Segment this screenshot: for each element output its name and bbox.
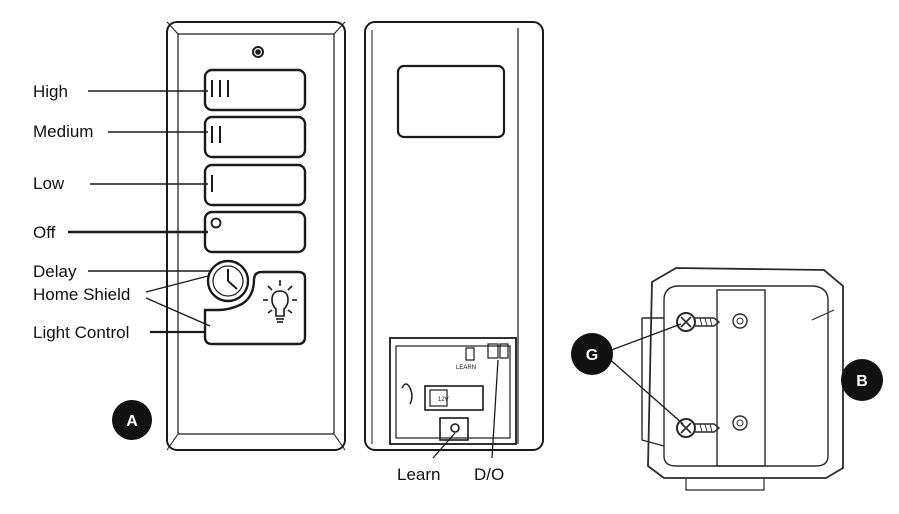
screw-bottom (676, 418, 721, 438)
label-light-control: Light Control (33, 323, 129, 342)
remote-front-bezel (177, 33, 335, 435)
clock-icon (212, 265, 244, 297)
label-high: High (33, 82, 68, 101)
learn-print: LEARN (456, 365, 476, 371)
badge-a: A (112, 400, 152, 440)
remote-back (364, 21, 544, 451)
battery (424, 385, 484, 411)
remote-front-body (166, 21, 346, 451)
label-low: Low (33, 174, 65, 193)
label-learn: Learn (397, 465, 440, 484)
delay-button[interactable] (206, 259, 250, 303)
label-do: D/O (474, 465, 504, 484)
medium-button[interactable] (203, 115, 307, 159)
label-home-shield: Home Shield (33, 285, 130, 304)
low-button[interactable] (203, 163, 307, 207)
remote-front (166, 21, 346, 451)
high-button[interactable] (203, 68, 307, 112)
label-off: Off (33, 223, 56, 242)
label-delay: Delay (33, 262, 77, 281)
mounting-plate (716, 289, 766, 467)
svg-text:A: A (126, 413, 138, 430)
screw-top (676, 312, 721, 332)
light-control-button[interactable] (203, 270, 307, 346)
front-leader-lines (68, 90, 212, 334)
learn-button[interactable] (450, 423, 460, 433)
bracket-leader-lines (605, 323, 684, 425)
bracket-outer (647, 267, 844, 479)
led-indicator (252, 46, 264, 58)
badge-g: G (571, 333, 613, 375)
svg-text:B: B (856, 373, 868, 390)
back-leader-lines (432, 359, 499, 459)
battery-voltage: 12V (438, 397, 449, 403)
light-bulb-icon (263, 280, 297, 323)
dip-switch[interactable] (465, 347, 475, 361)
wall-bracket (641, 267, 844, 491)
svg-text:G: G (586, 347, 598, 364)
label-window (396, 64, 506, 139)
remote-back-body (364, 21, 544, 451)
off-icon (210, 217, 222, 229)
label-medium: Medium (33, 122, 93, 141)
badge-b: B (841, 359, 883, 401)
do-switch[interactable] (487, 343, 499, 359)
battery-compartment (389, 337, 517, 445)
off-button[interactable] (203, 210, 307, 254)
